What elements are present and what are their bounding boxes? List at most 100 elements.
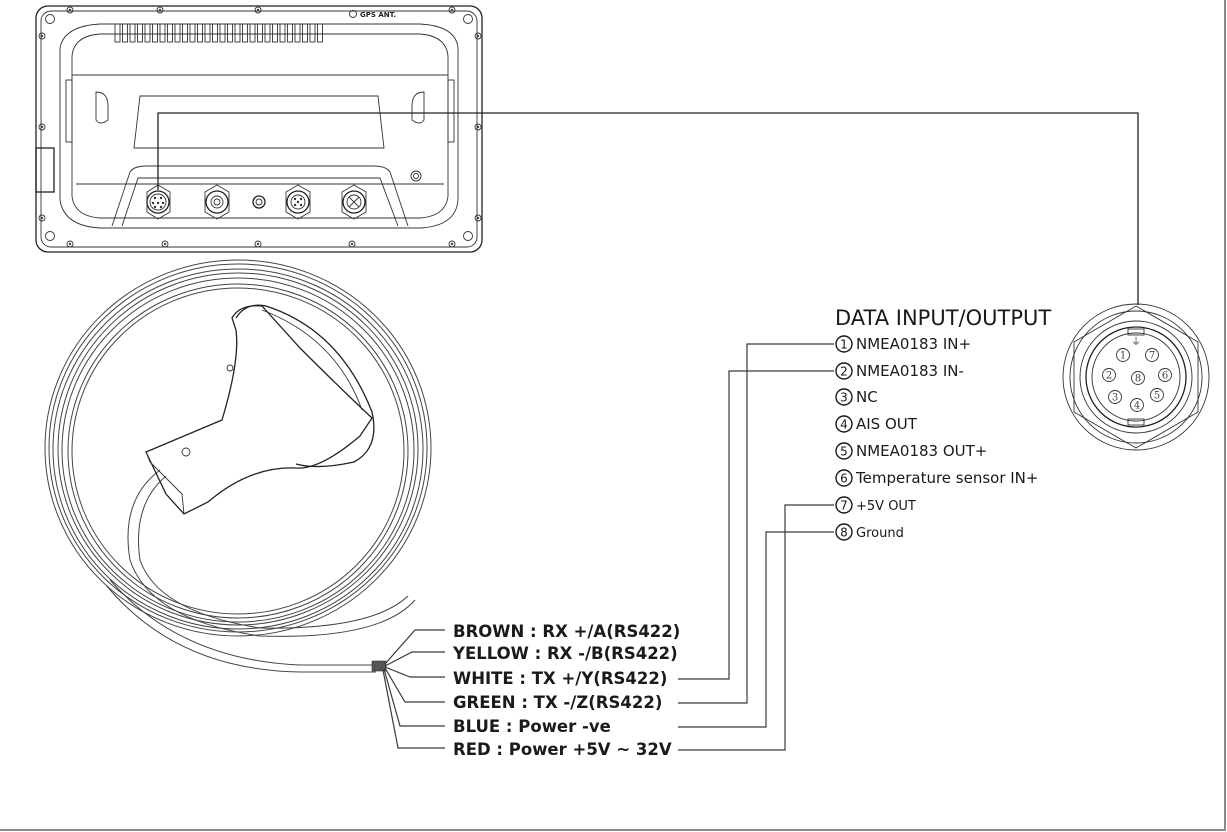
face-pin-number: 7 (1149, 351, 1155, 362)
route-red-to-pin-7 (678, 504, 834, 751)
pin-number-badge (835, 496, 853, 514)
fin (309, 23, 316, 43)
pin-number: 7 (840, 499, 848, 513)
wire-label-green: GREEN : TX -/Z(RS422) (453, 693, 662, 712)
coiled-cable (44, 259, 432, 637)
wire-label-brown: BROWN : RX +/A(RS422) (453, 622, 680, 641)
fin (114, 23, 121, 43)
pin-number: 1 (840, 338, 848, 352)
fin (249, 23, 256, 43)
pin-number: 3 (840, 391, 848, 405)
fin (129, 23, 136, 43)
face-pin-number: 4 (1134, 401, 1140, 412)
route-green-to-pin-1 (678, 343, 834, 704)
screw-icon (474, 123, 482, 131)
fin (227, 23, 233, 43)
face-pin-4 (1130, 398, 1144, 412)
pin-label: NMEA0183 IN+ (856, 335, 971, 353)
pin-number-badge (835, 335, 853, 353)
fin (257, 23, 263, 43)
screw-icon (348, 240, 356, 248)
face-pin-number: 6 (1162, 371, 1168, 382)
pin-number-badge (835, 362, 853, 380)
fin (302, 23, 308, 43)
screw-icon (254, 240, 262, 248)
wire-routes (678, 343, 834, 751)
panel-connector-small (252, 195, 266, 209)
face-pin-number: 5 (1154, 391, 1160, 402)
face-pin-number: 3 (1112, 393, 1118, 404)
panel-connector-data-io (146, 184, 171, 220)
fin (219, 23, 226, 43)
panel-connector-gps-ant (204, 184, 230, 220)
screw-icon (38, 32, 46, 40)
screw-icon (38, 123, 46, 131)
pin-label: NMEA0183 IN- (856, 362, 964, 380)
route-white-to-pin-2 (678, 370, 834, 680)
wire-label-red: RED : Power +5V ~ 32V (453, 740, 672, 759)
face-pin-5 (1150, 388, 1164, 402)
face-pin-6 (1158, 368, 1172, 382)
fin (167, 23, 173, 43)
fin (122, 23, 128, 43)
panel-connector-power (341, 184, 367, 220)
ground-symbol-icon: ⏚ (1131, 336, 1141, 348)
pin-number: 6 (840, 472, 848, 486)
face-pin-number: 8 (1135, 374, 1141, 385)
pin-number: 4 (840, 418, 848, 432)
screw-icon (254, 6, 262, 14)
fin (174, 23, 181, 43)
pin-label: NMEA0183 OUT+ (856, 442, 987, 460)
gps-ant-label: GPS ANT. (360, 11, 396, 19)
device-rear-panel: GPS ANT. (35, 5, 483, 253)
pin-number-badge (835, 523, 853, 541)
wire-label-blue: BLUE : Power -ve (453, 717, 611, 736)
pin-number: 2 (840, 365, 848, 379)
screws (38, 6, 482, 248)
fin (182, 23, 188, 43)
fin (212, 23, 218, 43)
pin-number-badge (835, 442, 853, 460)
face-pin-3 (1108, 390, 1122, 404)
connector-title: DATA INPUT/OUTPUT (835, 306, 1051, 330)
pin-row-1: 1 NMEA0183 IN+ (835, 335, 971, 353)
pin-number: 8 (840, 526, 848, 540)
screw-icon (38, 214, 46, 222)
pin-label: AIS OUT (856, 415, 918, 433)
wire-label-white: WHITE : TX +/Y(RS422) (453, 669, 667, 688)
pin-number: 5 (840, 445, 848, 459)
pin-label: NC (856, 388, 878, 406)
fin (242, 23, 248, 43)
pin-label: +5V OUT (856, 499, 916, 514)
fin (264, 23, 271, 43)
screw-icon (156, 6, 164, 14)
face-pin-1 (1116, 348, 1130, 362)
pin-row-4: 4 AIS OUT (835, 415, 918, 433)
pin-row-3: 3 NC (835, 388, 878, 406)
pin-row-5: 5 NMEA0183 OUT+ (835, 442, 987, 460)
fin (197, 23, 203, 43)
fin (204, 23, 211, 43)
mounting-holes (45, 14, 473, 241)
fin (152, 23, 158, 43)
screw-icon (66, 240, 74, 248)
screw-icon (448, 6, 456, 14)
screw-icon (66, 6, 74, 14)
pin-number-badge (835, 469, 853, 487)
screw-icon (161, 240, 169, 248)
screw-icon (474, 32, 482, 40)
face-pin-7 (1145, 348, 1159, 362)
fin (272, 23, 278, 43)
face-pin-8 (1131, 371, 1145, 385)
fin (234, 23, 241, 43)
heat-sink-fins (114, 23, 323, 43)
pin-row-7: 7 +5V OUT (835, 496, 916, 514)
face-pin-number: 2 (1106, 371, 1112, 382)
fin (137, 23, 143, 43)
fin (189, 23, 196, 43)
route-blue-to-pin-8 (678, 531, 834, 728)
